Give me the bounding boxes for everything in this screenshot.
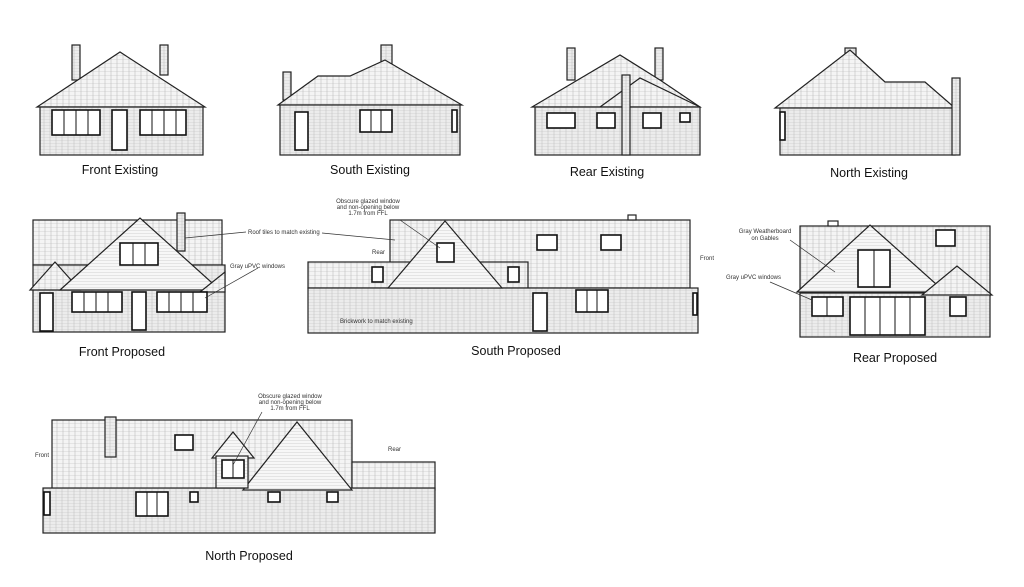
roof-tiles-note-front: Roof tiles to match existing [248, 230, 320, 236]
south-proposed-label: South Proposed [471, 344, 561, 358]
obscure-note-south-l2: and non-opening below [337, 205, 400, 211]
north-proposed-elevation: Obscure glazed window and non-opening be… [35, 394, 436, 563]
obscure-note-south-l1: Obscure glazed window [336, 199, 400, 205]
obscure-note-north-l1: Obscure glazed window [258, 394, 322, 400]
south-existing-label: South Existing [330, 163, 410, 177]
north-proposed-label: North Proposed [205, 549, 293, 563]
front-proposed-elevation: Roof tiles to match existing Gray uPVC w… [28, 212, 320, 359]
south-proposed-elevation: Obscure glazed window and non-opening be… [307, 199, 714, 358]
weatherboard-note-l1: Gray Weatherboard [739, 229, 792, 235]
south-existing-elevation: South Existing [276, 44, 465, 177]
rear-note-north: Rear [388, 447, 401, 453]
front-existing-label: Front Existing [82, 163, 158, 177]
front-proposed-label: Front Proposed [79, 345, 165, 359]
obscure-note-south-l3: 1.7m from FFL [348, 211, 388, 217]
gray-upvc-note-front: Gray uPVC windows [230, 264, 285, 270]
north-existing-elevation: North Existing [773, 47, 961, 180]
rear-proposed-elevation: Gray Weatherboard on Gables Gray uPVC wi… [726, 220, 994, 365]
gray-upvc-note-rear: Gray uPVC windows [726, 275, 781, 281]
rear-note-south: Rear [372, 250, 385, 256]
front-existing-elevation: Front Existing [35, 44, 208, 177]
north-existing-label: North Existing [830, 166, 908, 180]
rear-existing-label: Rear Existing [570, 165, 644, 179]
rear-proposed-label: Rear Proposed [853, 351, 937, 365]
obscure-note-north-l2: and non-opening below [259, 400, 322, 406]
brickwork-note: Brickwork to match existing [340, 319, 413, 325]
weatherboard-note-l2: on Gables [751, 236, 778, 242]
rear-existing-elevation: Rear Existing [529, 47, 702, 179]
front-note-south: Front [700, 256, 714, 262]
obscure-note-north-l3: 1.7m from FFL [270, 406, 310, 412]
front-note-north: Front [35, 453, 49, 459]
